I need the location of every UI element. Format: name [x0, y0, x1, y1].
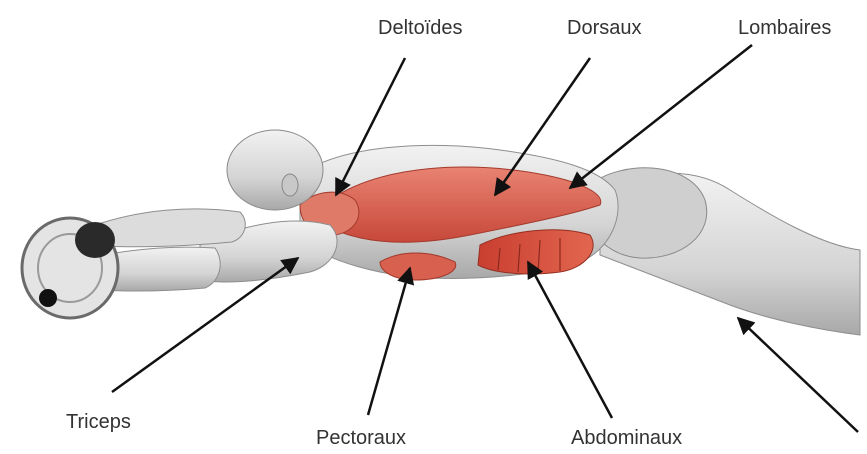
arrow-pectoraux	[368, 268, 410, 415]
arrow-triceps	[112, 258, 298, 392]
label-abdominaux: Abdominaux	[571, 428, 682, 448]
arrow-dorsaux	[495, 58, 590, 195]
arrow-abdominaux	[528, 262, 612, 418]
arrow-legs	[738, 318, 858, 432]
label-deltoides: Deltoïdes	[378, 18, 463, 38]
label-triceps: Triceps	[66, 412, 131, 432]
arrow-deltoides	[336, 58, 405, 195]
label-pectoraux: Pectoraux	[316, 428, 406, 448]
label-dorsaux: Dorsaux	[567, 18, 641, 38]
arrow-lombaires	[570, 45, 752, 188]
label-lombaires: Lombaires	[738, 18, 831, 38]
